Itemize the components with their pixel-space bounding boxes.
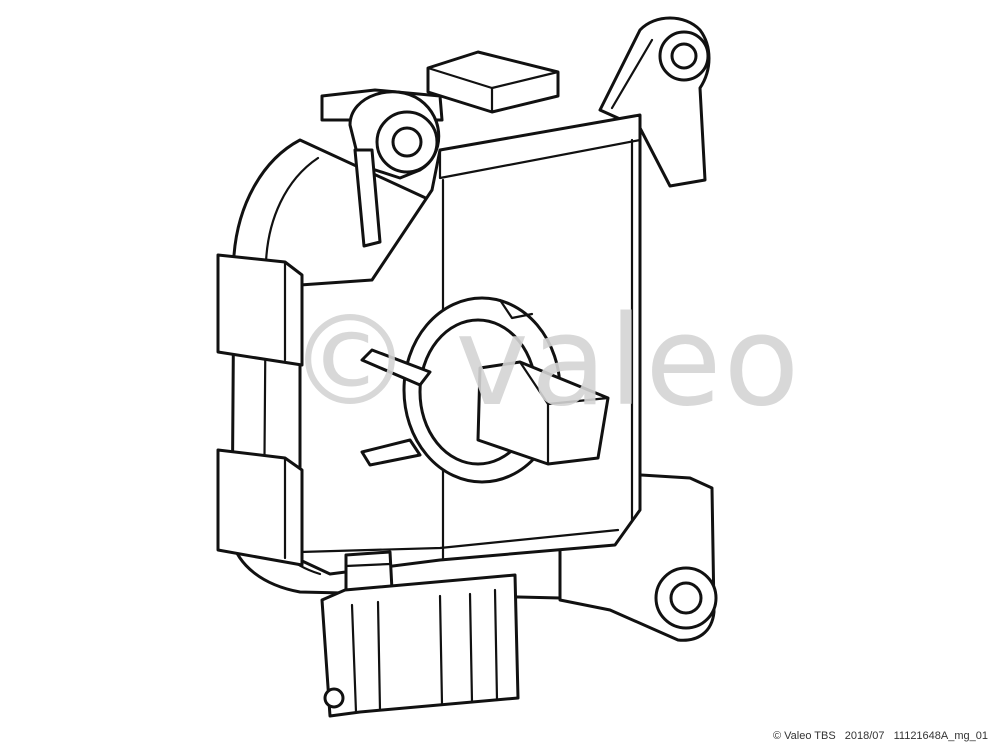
top-ear-rib: [610, 38, 654, 110]
connector-rib-1: [350, 603, 358, 714]
front-cover-top-band: [438, 138, 642, 180]
top-pad-center-edge-2: [426, 66, 560, 90]
top-left-clip: [353, 148, 382, 248]
image-caption: © Valeo TBS 2018/07 11121648A_mg_01: [767, 730, 988, 742]
front-cover-bottom-edge: [298, 528, 620, 554]
top-left-hole: [391, 126, 423, 158]
connector-housing: [320, 573, 520, 718]
small-locator-block-edge: [344, 562, 392, 568]
shaft-pin-lower: [360, 438, 422, 467]
shaft-collar-notch: [498, 298, 534, 320]
connector-rib-3: [438, 594, 444, 706]
caption-copyright: © Valeo TBS: [772, 730, 836, 742]
top-mount-hole: [670, 42, 698, 70]
connector-latch: [323, 687, 345, 709]
connector-rib-5: [493, 588, 499, 702]
side-tab-lower: [216, 448, 304, 567]
output-shaft-key-top: [518, 360, 610, 406]
side-tab-upper: [216, 253, 304, 367]
caption-date: 2018/07: [844, 730, 885, 742]
bottom-mount-hole: [669, 581, 703, 615]
connector-rib-2: [376, 600, 382, 712]
shaft-pin-upper: [360, 348, 432, 387]
connector-rib-4: [468, 592, 474, 704]
caption-part-id: 11121648A_mg_01: [893, 730, 988, 742]
top-pad-center: [426, 50, 560, 114]
